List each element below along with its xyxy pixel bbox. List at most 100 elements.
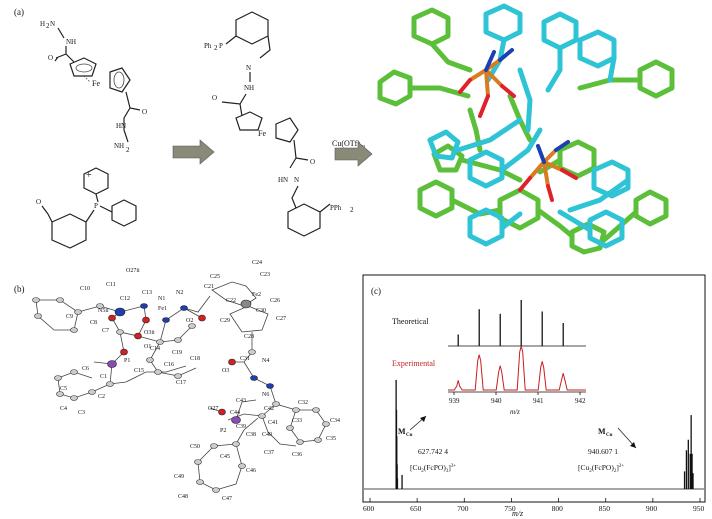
x-tick-label: 800	[552, 504, 564, 513]
atom-label: C43	[236, 398, 246, 404]
product-p-label: P	[219, 42, 223, 50]
hydrazide-label-n: N	[50, 20, 55, 28]
atom-label: C7	[102, 328, 109, 334]
product-hn-label: HN	[278, 176, 288, 184]
inset-tick-label: 941	[533, 397, 544, 405]
atom-label: C14	[150, 346, 160, 352]
atom-label: C50	[190, 444, 200, 450]
x-tick-label: 650	[410, 504, 422, 513]
ortep-structure: O27ii N2 C21 C25 C24 C23 C10 C11 C13 N1 …	[32, 260, 340, 502]
inset-tick-label: 940	[491, 397, 502, 405]
hydrazide-label-nh2: NH	[114, 142, 124, 150]
atom-label: C18	[190, 356, 200, 362]
peak1-name: M	[398, 427, 406, 436]
atom-label: C45	[220, 454, 230, 460]
atom-label: C17	[176, 380, 186, 386]
inset-xlabel: m/z	[510, 408, 520, 416]
atom-label: C47	[222, 496, 232, 502]
atom-label: C1	[100, 374, 107, 380]
x-tick-label: 950	[693, 504, 705, 513]
product-n-label: N	[246, 64, 251, 72]
product-n2-label: N	[294, 176, 299, 184]
atom-label: O1	[144, 344, 151, 350]
atom-label: C30	[256, 308, 266, 314]
stick-cu-center-1	[458, 48, 516, 118]
hydrazide-label-nh: NH	[66, 38, 76, 46]
panel-label-a: (a)	[14, 7, 24, 17]
atom-label: C35	[326, 436, 336, 442]
phosphorus-label: P	[94, 202, 98, 210]
inset-label-experimental: Experimental	[392, 359, 436, 368]
reaction-arrow-1	[172, 139, 215, 165]
product-o2-label: O	[310, 158, 315, 166]
spectrum-peaks	[364, 379, 704, 490]
atom-label: C13	[142, 290, 152, 296]
atom-label: C28	[244, 334, 254, 340]
peak-annotation-1: M Cu 627.742 4 [Cu2(FcPO)3]3+	[398, 415, 456, 474]
peak2-value: 940.607 1	[588, 447, 618, 456]
atom-label: C33	[292, 418, 302, 424]
peak-annotation-2: M Cu 940.607 1 [Cu2(FcPO)2]2+	[578, 427, 637, 474]
ortep-atom-labels: O27ii N2 C21 C25 C24 C23 C10 C11 C13 N1 …	[60, 260, 340, 502]
atom-label: O3ii	[144, 330, 155, 336]
inset-exp-profile	[448, 345, 586, 391]
peak1-formula: [Cu2(FcPO)3]3+	[410, 463, 456, 474]
stick-ligand-cyan	[427, 3, 631, 249]
atom-label: C16	[164, 362, 174, 368]
atom-label: P1	[124, 358, 130, 364]
atom-label: C6	[82, 366, 89, 372]
atom-label: C39	[236, 424, 246, 430]
scheme-product-ligand: Ph 2 P N NH O Fe O HN N PPh 2	[204, 11, 354, 237]
crystal-stick-model	[377, 3, 675, 255]
atom-label: C12	[120, 296, 130, 302]
ortep-atoms	[32, 297, 330, 493]
panel-label-b: (b)	[14, 284, 25, 294]
scheme-plus: +	[86, 170, 92, 181]
panel-label-c: (c)	[371, 286, 381, 296]
hydrazide-label-nh2-sub: 2	[126, 146, 130, 154]
atom-label: N5ii	[98, 308, 109, 314]
inset-tick-label: 942	[575, 397, 586, 405]
peak1-value: 627.742 4	[418, 447, 448, 456]
inset-theoretical-series	[448, 300, 586, 347]
product-fe-label: Fe	[258, 129, 266, 138]
scheme-ferrocene-dihydrazide: H 2 N NH O Fe O HN NH 2	[40, 20, 147, 154]
atom-label: C36	[292, 452, 302, 458]
hydrazide-label-hn: HN	[116, 122, 126, 130]
atom-label: N2	[176, 290, 183, 296]
hydrazide-label-o1: O	[48, 54, 53, 62]
atom-label: C44	[230, 410, 240, 416]
atom-label: C10	[80, 286, 90, 292]
x-tick-label: 700	[457, 504, 469, 513]
hydrazide-label-2: 2	[46, 22, 50, 30]
peak2-name: M	[598, 427, 606, 436]
x-tick-label: 900	[646, 504, 658, 513]
product-o1-label: O	[212, 94, 217, 102]
atom-label: C49	[174, 474, 184, 480]
product-nh-label: NH	[244, 84, 254, 92]
atom-label: C19	[172, 350, 182, 356]
atom-label: C27	[276, 316, 286, 322]
atom-label: C11	[106, 282, 116, 288]
atom-label: C22	[226, 298, 236, 304]
atom-label: O3	[222, 368, 229, 374]
atom-label: C15	[134, 368, 144, 374]
atom-label: C32	[298, 400, 308, 406]
atom-label: C2	[98, 394, 105, 400]
x-tick-label: 600	[363, 504, 375, 513]
atom-label: C5	[60, 386, 67, 392]
peak2-sub: Cu	[606, 433, 613, 438]
product-ph-sub: 2	[214, 44, 218, 52]
atom-label: C3	[78, 410, 85, 416]
atom-label: C41	[268, 420, 278, 426]
atom-label: Fe1	[158, 306, 167, 312]
atom-label: P2	[220, 428, 226, 434]
atom-label: C42	[264, 406, 274, 412]
atom-label: Fe2	[252, 292, 261, 298]
product-pph-label: PPh	[330, 204, 342, 212]
atom-label: O27	[208, 406, 218, 412]
